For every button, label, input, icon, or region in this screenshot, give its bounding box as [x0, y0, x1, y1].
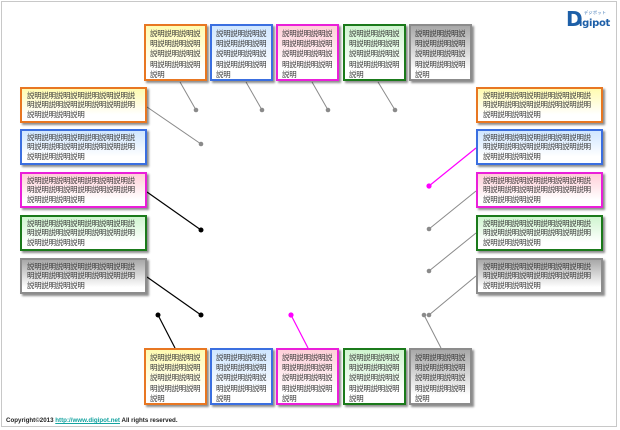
callout-bottom-1[interactable]: 説明説明説明説明説明説明説明説明説明説明説明説明説明説明説明	[144, 348, 207, 405]
connector-dot	[198, 141, 204, 147]
logo-initial: D	[566, 7, 583, 31]
callout-left-2[interactable]: 説明説明説明説明説明説明説明説明説明説明説明説明説明説明説明説明説明説明説明	[20, 129, 147, 165]
connector-top-pink	[311, 81, 329, 111]
connector-dot	[426, 268, 432, 274]
callout-bottom-2[interactable]: 説明説明説明説明説明説明説明説明説明説明説明説明説明説明説明	[210, 348, 273, 405]
connector-right-green	[428, 232, 477, 272]
callout-bottom-5[interactable]: 説明説明説明説明説明説明説明説明説明説明説明説明説明説明説明	[409, 348, 472, 405]
connector-dot	[426, 226, 432, 232]
callout-bottom-4[interactable]: 説明説明説明説明説明説明説明説明説明説明説明説明説明説明説明	[343, 348, 406, 405]
connector-dot	[421, 312, 427, 318]
connector-left-orange	[146, 106, 202, 145]
callout-bottom-3[interactable]: 説明説明説明説明説明説明説明説明説明説明説明説明説明説明説明	[276, 348, 339, 405]
callout-right-3[interactable]: 説明説明説明説明説明説明説明説明説明説明説明説明説明説明説明説明説明説明説明	[476, 172, 603, 208]
callout-top-3[interactable]: 説明説明説明説明説明説明説明説明説明説明説明説明説明説明説明	[276, 24, 339, 81]
connector-top-blue	[245, 81, 263, 111]
connector-dot	[193, 107, 199, 113]
digipot-logo: D デジポット igipot	[566, 8, 610, 34]
connector-bottom-gray	[423, 314, 442, 349]
connector-dot	[288, 312, 294, 318]
callout-left-4[interactable]: 説明説明説明説明説明説明説明説明説明説明説明説明説明説明説明説明説明説明説明	[20, 215, 147, 251]
connector-dot	[155, 312, 161, 318]
callout-top-5[interactable]: 説明説明説明説明説明説明説明説明説明説明説明説明説明説明説明	[409, 24, 472, 81]
website-link[interactable]: http://www.digipot.net	[55, 417, 120, 424]
callout-top-4[interactable]: 説明説明説明説明説明説明説明説明説明説明説明説明説明説明説明	[343, 24, 406, 81]
connector-left-gray	[146, 276, 202, 316]
connector-dot	[198, 312, 204, 318]
callout-left-5[interactable]: 説明説明説明説明説明説明説明説明説明説明説明説明説明説明説明説明説明説明説明	[20, 258, 147, 294]
callout-left-1[interactable]: 説明説明説明説明説明説明説明説明説明説明説明説明説明説明説明説明説明説明説明	[20, 87, 147, 123]
connector-bottom-pink	[290, 314, 309, 349]
connector-dot	[198, 227, 204, 233]
connector-bottom-orange	[157, 314, 176, 349]
connector-dot	[426, 312, 432, 318]
callout-right-2[interactable]: 説明説明説明説明説明説明説明説明説明説明説明説明説明説明説明説明説明説明説明	[476, 129, 603, 165]
callout-left-3[interactable]: 説明説明説明説明説明説明説明説明説明説明説明説明説明説明説明説明説明説明説明	[20, 172, 147, 208]
callout-right-4[interactable]: 説明説明説明説明説明説明説明説明説明説明説明説明説明説明説明説明説明説明説明	[476, 215, 603, 251]
callout-top-2[interactable]: 説明説明説明説明説明説明説明説明説明説明説明説明説明説明説明	[210, 24, 273, 81]
logo-wordmark: igipot	[579, 18, 611, 29]
copyright-footer: Copyright©2013 http://www.digipot.net Al…	[6, 417, 178, 424]
connector-dot	[259, 107, 265, 113]
connector-top-orange	[179, 81, 197, 111]
callout-top-1[interactable]: 説明説明説明説明説明説明説明説明説明説明説明説明説明説明説明	[144, 24, 207, 81]
connector-right-pink	[428, 190, 477, 230]
connector-left-pink	[146, 191, 202, 231]
callout-right-5[interactable]: 説明説明説明説明説明説明説明説明説明説明説明説明説明説明説明説明説明説明説明	[476, 258, 603, 294]
callout-right-1[interactable]: 説明説明説明説明説明説明説明説明説明説明説明説明説明説明説明説明説明説明説明	[476, 87, 603, 123]
connector-right-gray	[428, 275, 477, 316]
connector-top-green	[377, 81, 396, 111]
connector-dot	[392, 107, 398, 113]
connector-dot	[426, 183, 432, 189]
rights-text: All rights reserved.	[120, 417, 178, 424]
connector-dot	[325, 107, 331, 113]
copyright-text: Copyright©2013	[6, 417, 56, 424]
logo-kana: デジポット	[584, 10, 607, 15]
connector-right-blue	[428, 147, 477, 187]
